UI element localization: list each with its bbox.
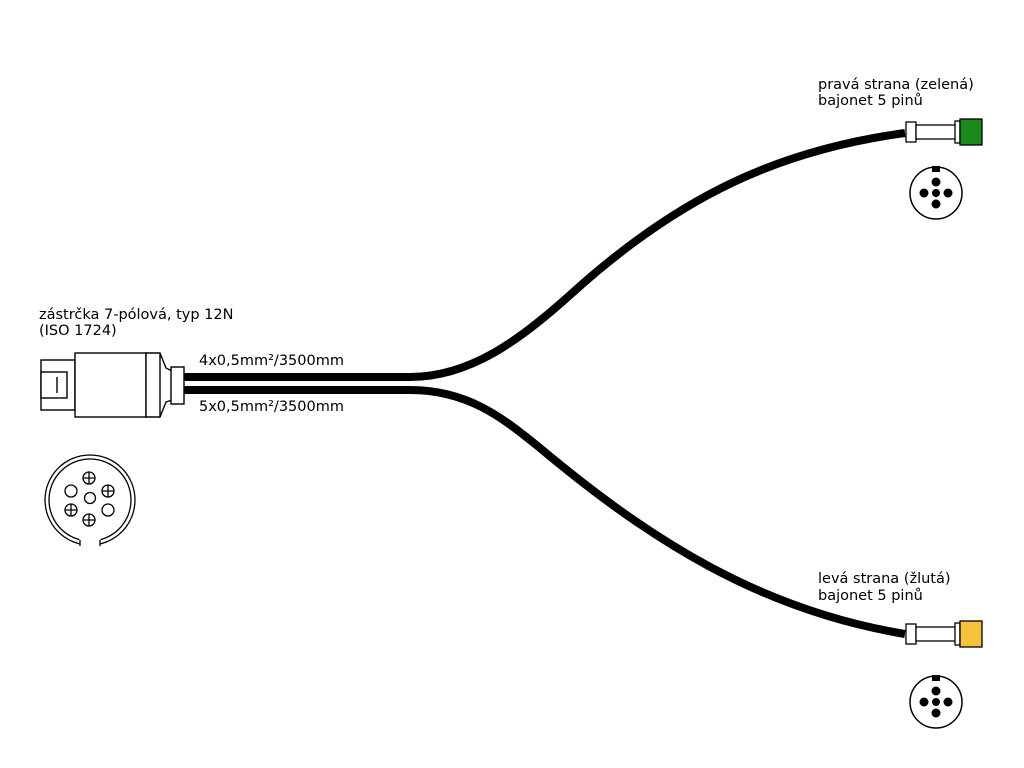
- left-bayonet-face-icon: [909, 675, 963, 729]
- cable-upper-label: 4x0,5mm²/3500mm: [199, 353, 344, 369]
- right-side-label-line2: bajonet 5 pinů: [818, 93, 923, 109]
- left-side-label-line1: levá strana (žlutá): [818, 571, 951, 587]
- plug-face-icon: [44, 454, 136, 548]
- right-side-label-line1: pravá strana (zelená): [818, 77, 974, 93]
- left-side-label-line2: bajonet 5 pinů: [818, 588, 923, 604]
- cable-lower: [182, 386, 906, 638]
- left-bayonet-connector: [905, 620, 983, 648]
- right-bayonet-face-icon: [909, 166, 963, 220]
- right-bayonet-connector: [905, 118, 983, 146]
- cable-lower-label: 5x0,5mm²/3500mm: [199, 399, 344, 415]
- plug-label-line1: zástrčka 7-pólová, typ 12N: [39, 307, 234, 323]
- cable-upper: [182, 129, 906, 381]
- plug-connector: [40, 352, 185, 418]
- plug-label-line2: (ISO 1724): [39, 323, 117, 339]
